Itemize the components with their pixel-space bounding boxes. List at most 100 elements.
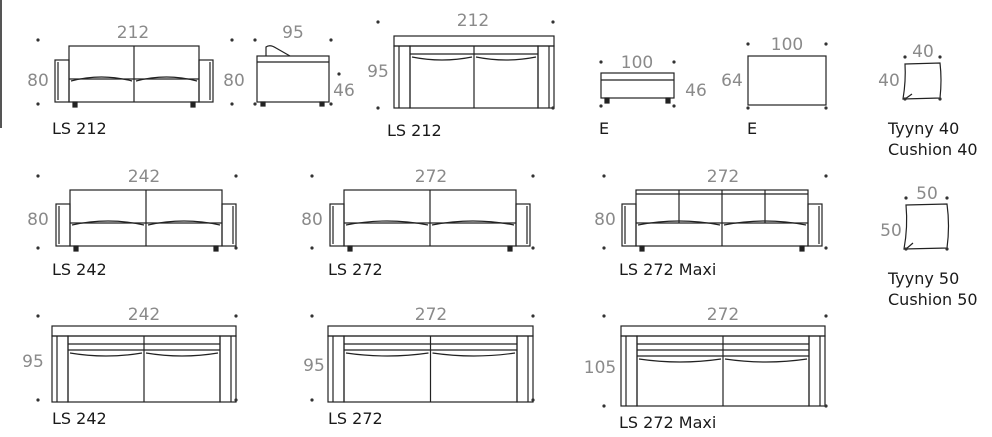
- corner-dot: [746, 42, 750, 46]
- sofa-ls212-low-arm-left: [54, 59, 70, 103]
- label-cushion50-fi: Tyyny 50: [888, 269, 960, 288]
- sofa-ls272maxi-low-leg: [639, 245, 645, 252]
- sofa-ls242-low-leg: [213, 245, 219, 252]
- dim-cushion50-width: 50: [916, 184, 938, 204]
- label-ottoman: E: [599, 119, 610, 138]
- corner-dot: [36, 246, 40, 250]
- dim-ls272-high-width: 272: [415, 305, 447, 325]
- corner-dot: [36, 38, 40, 42]
- corner-dot: [824, 42, 828, 46]
- corner-dot: [602, 246, 606, 250]
- sofa-ls272-low-arm-left: [329, 203, 345, 247]
- corner-dot: [672, 104, 676, 108]
- dim-ls242-low-height: 80: [27, 210, 49, 230]
- corner-dot: [903, 55, 907, 59]
- corner-dot: [234, 398, 238, 402]
- corner-dot: [945, 247, 949, 251]
- corner-dot: [36, 174, 40, 178]
- label-ls242-low: LS 242: [52, 260, 107, 279]
- corner-dot: [551, 20, 555, 24]
- sofa-ls242-low-arm-right: [221, 203, 237, 247]
- dim-ls212-high-width: 212: [457, 11, 489, 31]
- dim-cushion40-width: 40: [912, 42, 934, 62]
- sofa-ls212-high-cushion-curve: [475, 56, 537, 61]
- label-ls272-low: LS 272: [328, 260, 383, 279]
- corner-dot: [602, 174, 606, 178]
- sofa-ls272-high-back-top: [327, 325, 534, 337]
- dim-ls272-low-width: 272: [415, 167, 447, 187]
- sofa-ls272-high-arm-left: [327, 335, 345, 403]
- corner-dot: [230, 38, 234, 42]
- side-body: [256, 55, 330, 103]
- dim-ls272maxi-high-width: 272: [707, 305, 739, 325]
- sofa-ls242-low-cushion-curve: [147, 220, 221, 226]
- corner-dot: [230, 102, 234, 106]
- sofa-ls272-low-cushion-curve: [345, 220, 429, 226]
- label-cushion50-en: Cushion 50: [888, 290, 978, 309]
- corner-dot: [329, 38, 333, 42]
- corner-dot: [310, 314, 314, 318]
- dim-ls242-high-height: 95: [22, 352, 44, 372]
- dim-side-depth: 95: [282, 23, 304, 43]
- dim-ls242-high-width: 242: [128, 305, 160, 325]
- sofa-ls272maxi-high-arm-left: [620, 335, 638, 407]
- corner-dot: [746, 106, 750, 110]
- corner-dot: [824, 106, 828, 110]
- ottoman-leg: [665, 97, 671, 104]
- corner-dot: [824, 314, 828, 318]
- label-ls242-high: LS 242: [52, 409, 107, 428]
- corner-dot: [599, 104, 603, 108]
- corner-dot: [310, 246, 314, 250]
- dim-ls272maxi-high-height: 105: [584, 358, 616, 378]
- sofa-ls212-high-back-top: [393, 35, 555, 47]
- corner-dot: [531, 174, 535, 178]
- corner-dot: [903, 97, 907, 101]
- sofa-ls272-high-cushion-curve: [345, 352, 429, 357]
- corner-dot: [551, 106, 555, 110]
- cushion50-shape: [903, 203, 950, 250]
- label-ls272maxi-high: LS 272 Maxi: [619, 413, 717, 432]
- corner-dot: [904, 196, 908, 200]
- corner-dot: [531, 246, 535, 250]
- label-ls272maxi-low: LS 272 Maxi: [619, 260, 717, 279]
- furniture-shapes: [51, 35, 950, 407]
- side-headrest: [265, 45, 291, 57]
- sofa-ls242-high-back-top: [51, 325, 237, 337]
- sofa-ls272maxi-low-arm-left: [621, 203, 637, 247]
- ottoman-body: [600, 72, 675, 99]
- sofa-ls242-low-cushion-curve: [71, 220, 145, 226]
- sofa-ls212-high-cushion-curve: [411, 56, 473, 61]
- corner-dot: [310, 398, 314, 402]
- dim-ls272-high-height: 95: [303, 356, 325, 376]
- dim-ls212-low-height: 80: [27, 71, 49, 91]
- corner-dot: [945, 196, 949, 200]
- corner-dot: [531, 398, 535, 402]
- corner-dot: [36, 102, 40, 106]
- sofa-ls272-low-arm-right: [515, 203, 531, 247]
- dim-ls242-low-width: 242: [128, 167, 160, 187]
- sofa-ls272-high-cushion-curve: [432, 352, 516, 357]
- sofa-ls212-low-cushion-curve: [70, 76, 133, 82]
- corner-dot: [938, 97, 942, 101]
- sofa-ls272-low-leg: [347, 245, 353, 252]
- corner-dot: [337, 72, 341, 76]
- sofa-ls212-low-cushion-curve: [135, 76, 198, 82]
- label-cushion40-en: Cushion 40: [888, 140, 978, 159]
- sofa-ls272maxi-high-cushion-curve: [638, 358, 722, 363]
- sofa-ls212-high-arm-left: [393, 45, 411, 109]
- corner-dot: [602, 314, 606, 318]
- corner-dot: [253, 102, 257, 106]
- sofa-ls242-high-cushion-curve: [69, 352, 143, 357]
- corner-markers: [36, 20, 949, 408]
- sofa-ls242-low-leg: [73, 245, 79, 252]
- corner-dot: [234, 314, 238, 318]
- label-ls212-high: LS 212: [387, 121, 442, 140]
- sofa-ls272maxi-high-back-top: [620, 325, 826, 337]
- label-cushion40-fi: Tyyny 40: [888, 119, 960, 138]
- side-leg: [260, 101, 266, 107]
- corner-dot: [602, 404, 606, 408]
- corner-dot: [36, 398, 40, 402]
- sofa-ls242-high-cushion-curve: [145, 352, 219, 357]
- corner-dot: [234, 246, 238, 250]
